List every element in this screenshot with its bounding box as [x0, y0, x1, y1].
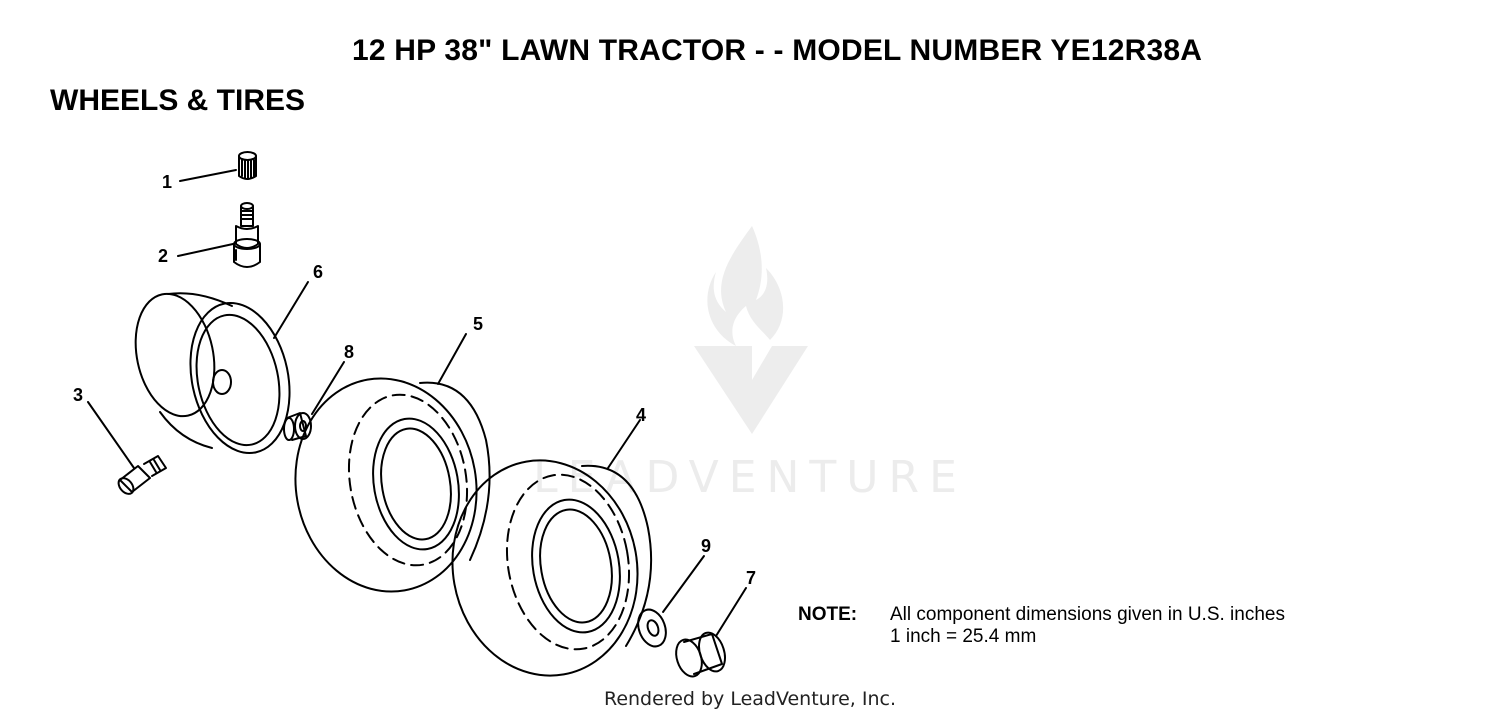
section-title: WHEELS & TIRES — [50, 84, 306, 117]
part-valve-cap[interactable] — [238, 151, 257, 180]
callout-6: 6 — [313, 262, 323, 282]
note-label: NOTE: — [798, 604, 858, 625]
part-valve-stem[interactable] — [233, 202, 261, 268]
part-wheel-rim[interactable] — [125, 286, 303, 462]
callout-5: 5 — [473, 314, 483, 334]
callout-3: 3 — [73, 385, 83, 405]
callout-1: 1 — [162, 172, 172, 192]
part-lug-bolt[interactable] — [116, 455, 167, 497]
part-tire-outer[interactable] — [436, 446, 655, 691]
part-tire-inner[interactable] — [279, 364, 493, 606]
callout-2: 2 — [158, 246, 168, 266]
watermark-text: LEADVENTURE — [533, 452, 967, 503]
dimension-note: NOTE: All component dimensions given in U… — [798, 604, 1285, 648]
note-line-1: All component dimensions given in U.S. i… — [890, 604, 1285, 625]
part-spacer-bushing[interactable] — [283, 412, 312, 441]
page-title: 12 HP 38" LAWN TRACTOR - - MODEL NUMBER … — [352, 34, 1203, 67]
part-washer[interactable] — [633, 606, 670, 651]
note-line-2: 1 inch = 25.4 mm — [890, 626, 1037, 647]
callout-8: 8 — [344, 342, 354, 362]
leader-lines — [87, 169, 747, 637]
callout-9: 9 — [701, 536, 711, 556]
footer-credit: Rendered by LeadVenture, Inc. — [603, 688, 897, 710]
callout-4: 4 — [636, 405, 646, 425]
part-hub-cap[interactable] — [672, 629, 730, 680]
callout-7: 7 — [746, 568, 756, 588]
